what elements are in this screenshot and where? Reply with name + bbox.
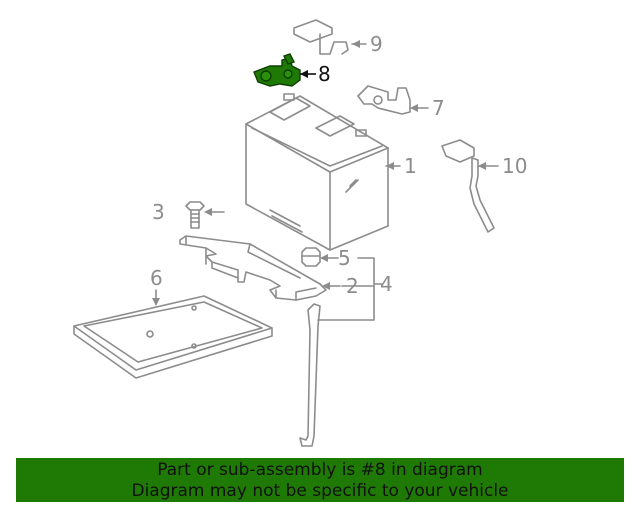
clamp-part-8-highlighted [253,53,301,87]
banner-line-part-number: Part or sub-assembly is #8 in diagram [157,460,483,480]
parts-diagram [73,19,499,447]
rod-part-4 [299,303,321,447]
part-info-banner: Part or sub-assembly is #8 in diagram Di… [16,458,624,502]
banner-line-disclaimer: Diagram may not be specific to your vehi… [131,481,509,501]
tray-part-6 [73,295,273,379]
terminal-part-7 [357,85,411,115]
callout-5: 5 [338,246,351,270]
callout-9: 9 [370,32,383,56]
callout-8-highlighted: 8 [318,62,331,86]
bracket-part-2 [179,235,327,301]
callout-1: 1 [404,154,417,178]
callout-10: 10 [502,154,528,178]
nut-part-5 [301,247,321,267]
callout-7: 7 [432,96,445,120]
cable-part-10 [441,139,495,233]
bolt-part-3 [185,201,205,229]
cover-part-9 [293,19,349,55]
callout-3: 3 [152,200,165,224]
callout-2: 2 [346,274,359,298]
callout-6: 6 [150,266,163,290]
battery-part-1 [245,93,389,251]
callout-4: 4 [380,272,393,296]
